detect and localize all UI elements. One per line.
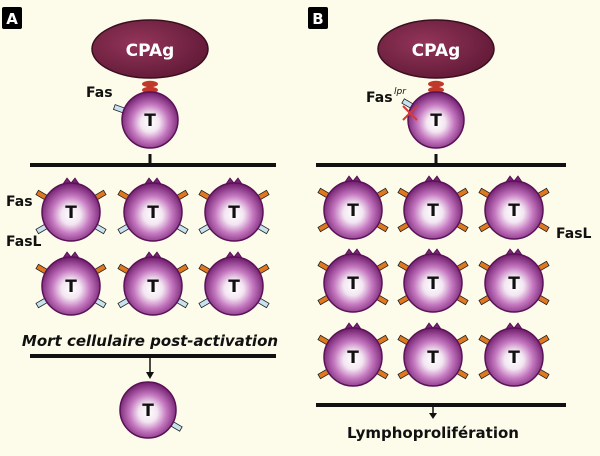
- panel-a-caption: Mort cellulaire post-activation: [22, 332, 278, 379]
- t-cell-label: T: [430, 111, 442, 131]
- t-cell-label: T: [147, 277, 159, 297]
- t-cell-label: T: [144, 111, 156, 131]
- t-cell-label: T: [508, 201, 520, 221]
- t-cell: T: [119, 381, 183, 439]
- t-cell: T: [317, 248, 389, 313]
- t-cell: T: [198, 177, 270, 242]
- t-cell: T: [397, 322, 469, 387]
- t-cell: T: [317, 175, 389, 240]
- svg-text:A: A: [6, 10, 18, 28]
- panel-b-letter: B: [308, 7, 328, 29]
- panel-b-fasl-label: FasL: [556, 226, 592, 242]
- t-cell: T: [401, 91, 465, 149]
- t-cell-label: T: [228, 277, 240, 297]
- t-cell: T: [478, 248, 550, 313]
- t-cell: T: [478, 322, 550, 387]
- t-cell: T: [117, 251, 189, 316]
- t-cell: T: [112, 91, 179, 149]
- panel-a-top-t-cell: T: [112, 91, 179, 149]
- t-cell-label: T: [427, 201, 439, 221]
- t-cell-label: T: [147, 203, 159, 223]
- panel-a-surviving-t-cell: T: [119, 381, 183, 439]
- panel-a-apc: CPAg: [91, 19, 209, 79]
- t-cell: T: [198, 251, 270, 316]
- svg-text:CPAg: CPAg: [126, 41, 175, 61]
- t-cell-label: T: [508, 274, 520, 294]
- t-cell: T: [397, 248, 469, 313]
- t-cell-label: T: [65, 277, 77, 297]
- t-cell: T: [478, 175, 550, 240]
- t-cell: T: [35, 251, 107, 316]
- panel-b-bracket: [316, 154, 566, 167]
- t-cell-label: T: [508, 348, 520, 368]
- panel-a-bracket: [30, 154, 276, 167]
- t-cell-label: T: [347, 348, 359, 368]
- t-cell: T: [117, 177, 189, 242]
- panel-a-fas-label: Fas: [86, 85, 113, 101]
- panel-b-caption: Lymphoprolifération: [316, 403, 566, 442]
- svg-text:Lymphoprolifération: Lymphoprolifération: [347, 424, 519, 442]
- panel-a-fas-label-2: Fas: [6, 194, 33, 210]
- svg-text:Fas: Fas: [366, 90, 393, 106]
- svg-text:lpr: lpr: [394, 87, 407, 97]
- panel-b-t-cell-grid: T T T T T T T T T: [317, 175, 550, 387]
- svg-text:B: B: [312, 10, 323, 28]
- panel-a-fasl-label: FasL: [6, 234, 42, 250]
- svg-text:Mort cellulaire post-activatio: Mort cellulaire post-activation: [22, 332, 278, 350]
- t-cell-label: T: [228, 203, 240, 223]
- panel-b-top-t-cell: T: [401, 91, 465, 149]
- t-cell-label: T: [142, 401, 154, 421]
- panel-a-letter: A: [2, 7, 22, 29]
- t-cell: T: [397, 175, 469, 240]
- t-cell: T: [317, 322, 389, 387]
- panel-a-t-cell-grid: T T T T T T: [35, 177, 270, 316]
- t-cell-label: T: [347, 201, 359, 221]
- t-cell-label: T: [427, 274, 439, 294]
- t-cell-label: T: [347, 274, 359, 294]
- mutation-mark-icon: [402, 105, 418, 121]
- panel-b-apc: CPAg: [377, 19, 495, 79]
- t-cell-label: T: [427, 348, 439, 368]
- t-cell-label: T: [65, 203, 77, 223]
- panel-b-fas-lpr-label: Fas lpr: [366, 87, 407, 106]
- svg-text:CPAg: CPAg: [412, 41, 461, 61]
- t-cell: T: [35, 177, 107, 242]
